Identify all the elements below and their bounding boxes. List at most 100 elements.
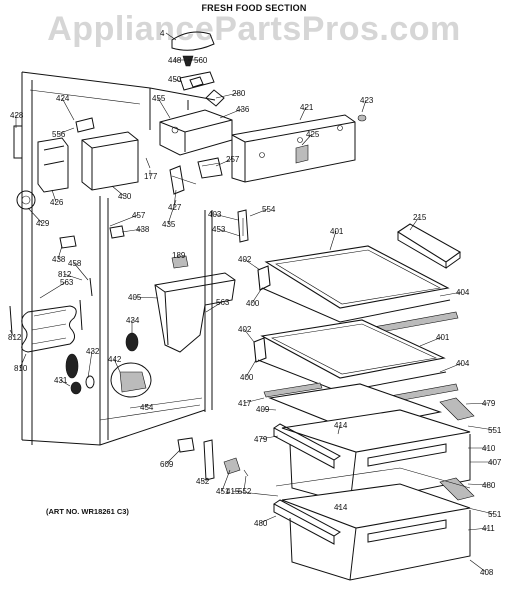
callout-label-457: 457 <box>132 211 146 220</box>
callout-label-551: 551 <box>488 426 502 435</box>
callout-label-404: 404 <box>456 288 470 297</box>
leader-line <box>205 301 223 313</box>
leader-line <box>157 97 171 119</box>
top-thermostat-parts <box>159 31 233 156</box>
leader-line <box>219 108 243 119</box>
leader-line <box>51 189 57 203</box>
leader-line <box>165 32 177 41</box>
callout-label-479: 479 <box>254 435 268 444</box>
leader-line <box>439 362 463 373</box>
callout-label-431: 431 <box>54 376 68 385</box>
leader-line <box>167 199 177 225</box>
callout-label-563: 563 <box>216 298 230 307</box>
leader-line <box>145 403 149 408</box>
callout-label-405: 405 <box>128 293 142 302</box>
callout-label-417: 417 <box>238 399 252 408</box>
leader-line <box>215 92 239 99</box>
leader-line <box>61 97 75 121</box>
callout-label-403: 403 <box>208 210 222 219</box>
leader-line <box>251 287 263 304</box>
leader-line <box>9 329 15 338</box>
leader-line <box>337 424 341 435</box>
callout-label-458: 458 <box>68 259 82 268</box>
callout-label-810: 810 <box>14 364 28 373</box>
crisper-drawer-407 <box>273 397 475 505</box>
callout-label-414: 414 <box>334 421 348 430</box>
leader-line <box>249 208 269 217</box>
control-assembly-left <box>13 117 197 249</box>
callout-label-438: 438 <box>52 255 66 264</box>
callout-label-442: 442 <box>108 355 122 364</box>
leader-line <box>39 281 67 299</box>
callout-label-177: 177 <box>144 172 158 181</box>
leader-line <box>113 358 121 373</box>
callout-label-451: 451 <box>216 487 230 496</box>
leader-line <box>439 291 463 297</box>
crisper-drawer-408 <box>273 467 475 581</box>
leader-line <box>261 408 277 411</box>
callout-label-552: 552 <box>238 487 252 496</box>
callout-label-421: 421 <box>300 103 314 112</box>
callout-label-189: 189 <box>172 251 186 260</box>
leader-line <box>337 505 341 508</box>
leader-line <box>329 230 337 251</box>
leader-line <box>215 158 233 167</box>
callout-label-454: 454 <box>140 403 154 412</box>
leader-line <box>109 214 139 227</box>
fan-assembly-442 <box>65 332 152 398</box>
leader-line <box>173 78 183 83</box>
callout-label-812: 812 <box>8 333 22 342</box>
leader-line <box>465 402 489 405</box>
shelf-401-upper <box>257 245 459 335</box>
damper-housing-405 <box>154 255 236 353</box>
leader-line <box>469 559 487 573</box>
callout-label-432: 432 <box>86 347 100 356</box>
callout-label-280: 280 <box>232 89 246 98</box>
callout-label-435: 435 <box>162 220 176 229</box>
callout-label-400: 400 <box>246 299 260 308</box>
leader-line <box>19 353 27 369</box>
callout-label-402: 402 <box>238 255 252 264</box>
callout-label-401: 401 <box>436 333 450 342</box>
leader-line <box>59 379 71 387</box>
callout-label-425: 425 <box>306 130 320 139</box>
leader-line <box>213 213 239 221</box>
callout-label-436: 436 <box>236 105 250 114</box>
callout-label-450: 450 <box>168 75 182 84</box>
leader-line <box>27 207 43 224</box>
callout-label-480: 480 <box>482 481 496 490</box>
callout-label-563: 563 <box>60 278 74 287</box>
callout-label-479: 479 <box>482 399 496 408</box>
callout-label-812: 812 <box>58 270 72 279</box>
leader-line <box>243 328 255 343</box>
callout-label-455: 455 <box>152 94 166 103</box>
leader-line <box>243 397 265 404</box>
leader-line <box>63 273 83 281</box>
callout-label-400: 400 <box>240 373 254 382</box>
leader-line <box>165 449 181 465</box>
leader-line <box>467 425 495 431</box>
light-shield-421 <box>231 114 367 183</box>
callout-label-426: 426 <box>50 198 64 207</box>
leader-line <box>111 185 125 197</box>
leader-line <box>243 475 247 492</box>
callout-label-4: 4 <box>160 29 165 38</box>
leader-line <box>217 228 241 237</box>
callout-label-415: 415 <box>226 487 240 496</box>
callout-label-424: 424 <box>56 94 70 103</box>
rail-403 <box>237 209 249 243</box>
bottom-hardware <box>177 437 249 481</box>
callout-label-453: 453 <box>212 225 226 234</box>
callout-label-448: 448 <box>168 56 182 65</box>
leader-line <box>221 469 231 492</box>
callout-label-554: 554 <box>262 205 276 214</box>
leader-line <box>419 336 443 347</box>
leader-line <box>87 350 93 379</box>
callout-label-556: 556 <box>52 130 66 139</box>
callout-label-257: 257 <box>226 155 240 164</box>
leader-line <box>467 527 489 531</box>
leader-line <box>299 106 307 121</box>
callout-label-428: 428 <box>10 111 24 120</box>
